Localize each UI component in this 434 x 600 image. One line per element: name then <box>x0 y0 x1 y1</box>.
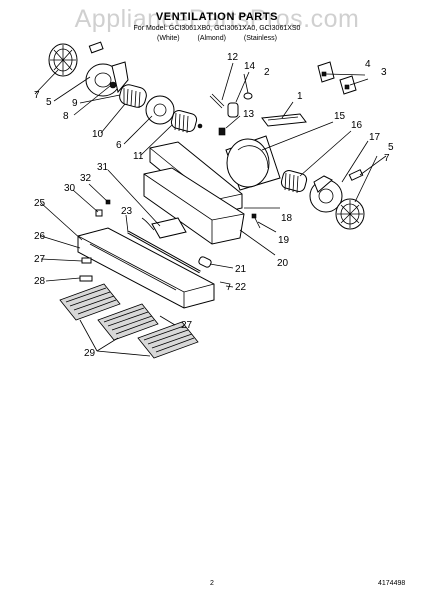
callout-20: 20 <box>277 258 289 269</box>
callout-11: 11 <box>133 151 144 162</box>
callout-23: 23 <box>121 206 133 217</box>
callout-12: 12 <box>227 52 239 63</box>
document-number: 4174498 <box>378 580 406 587</box>
left-blower-housing <box>85 61 129 97</box>
color-almond: (Almond) <box>197 35 226 42</box>
grease-filter-2 <box>97 303 159 341</box>
mounting-bracket-4 <box>317 61 335 83</box>
callout-27-right: 27 <box>181 320 193 331</box>
part-fitting-13 <box>218 127 226 136</box>
callout-19: 19 <box>278 235 290 246</box>
vent-damper-1 <box>261 113 307 127</box>
left-blower-grille <box>48 43 78 77</box>
callout-6: 6 <box>116 140 122 151</box>
callout-7-left: 7 <box>34 90 40 101</box>
part-28 <box>79 275 93 282</box>
clip-22 <box>219 281 231 291</box>
wire-harness <box>141 217 187 239</box>
callout-10: 10 <box>92 129 104 140</box>
callout-17: 17 <box>369 132 381 143</box>
callout-15: 15 <box>334 111 346 122</box>
callout-22: 22 <box>235 282 247 293</box>
grease-filter-1 <box>59 283 121 321</box>
part-capacitor <box>227 102 239 118</box>
callout-26: 26 <box>34 231 46 242</box>
callout-4: 4 <box>365 59 371 70</box>
part-small-clip <box>88 41 104 54</box>
part-spring-12 <box>209 93 225 109</box>
part-clip-17 <box>348 169 364 181</box>
part-30 <box>95 209 103 217</box>
screw-19 <box>251 213 261 229</box>
light-tube-23 <box>127 230 201 274</box>
callout-2: 2 <box>264 67 270 78</box>
part-hub <box>109 81 117 89</box>
left-blower-wheel <box>119 84 147 109</box>
callout-25: 25 <box>34 198 46 209</box>
page-number: 2 <box>210 580 214 587</box>
color-stainless: (Stainless) <box>243 35 277 42</box>
callout-32: 32 <box>80 173 92 184</box>
callout-31: 31 <box>97 162 109 173</box>
right-blower-housing <box>309 175 343 213</box>
callout-1: 1 <box>297 91 303 102</box>
callout-5-left: 5 <box>46 97 52 108</box>
mounting-bracket-3 <box>339 75 357 95</box>
callout-28: 28 <box>34 276 46 287</box>
callout-30: 30 <box>64 183 76 194</box>
watermark: AppliancePartsPros.com <box>74 5 360 33</box>
control-panel-frame <box>77 227 215 309</box>
callout-8: 8 <box>63 111 69 122</box>
callout-18: 18 <box>281 213 293 224</box>
right-blower-grille <box>335 198 365 230</box>
page-title: VENTILATION PARTS <box>155 11 279 23</box>
color-white: (White) <box>157 35 180 42</box>
blower-motor <box>170 110 203 134</box>
left-scroll-housing <box>145 95 175 125</box>
part-27-left <box>81 257 92 264</box>
callout-16: 16 <box>351 120 363 131</box>
callout-9: 9 <box>72 98 78 109</box>
color-variants: (White) (Almond) (Stainless) <box>0 35 434 42</box>
callout-29: 29 <box>84 348 96 359</box>
callout-21: 21 <box>235 264 247 275</box>
callout-14: 14 <box>244 61 256 72</box>
callout-5-right: 5 <box>388 142 394 153</box>
callout-leaders <box>34 62 387 357</box>
callout-27-left: 27 <box>34 254 46 265</box>
center-duct-housing <box>225 135 281 191</box>
duct-lower-20 <box>143 167 245 245</box>
callout-7-right: 7 <box>384 153 390 164</box>
callout-labels: 1 2 3 4 5 5 6 7 7 8 9 10 11 12 13 14 15 … <box>34 52 394 359</box>
model-list: For Model: GCI3061XB0, GCI3061XA0, GCI30… <box>133 25 301 32</box>
callout-13: 13 <box>243 109 255 120</box>
grease-filter-3 <box>137 321 199 359</box>
callout-3: 3 <box>381 67 387 78</box>
part-grommet-2 <box>243 92 253 100</box>
light-socket-21 <box>198 256 212 268</box>
